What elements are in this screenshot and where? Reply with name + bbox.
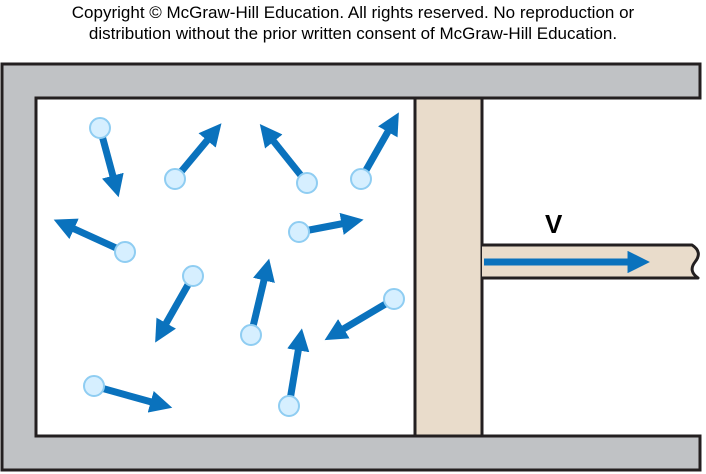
- gas-molecule-icon: [384, 289, 404, 309]
- gas-molecule-icon: [165, 169, 185, 189]
- velocity-label: V: [545, 209, 563, 239]
- piston[interactable]: [415, 98, 482, 436]
- gas-molecule-icon: [279, 396, 299, 416]
- gas-molecule-icon: [241, 325, 261, 345]
- gas-molecule-icon: [84, 376, 104, 396]
- gas-molecule-icon: [90, 118, 110, 138]
- gas-molecule-icon: [183, 266, 203, 286]
- gas-molecule-icon: [351, 169, 371, 189]
- gas-molecule-icon: [297, 173, 317, 193]
- gas-molecule-icon: [115, 242, 135, 262]
- gas-molecule-icon: [289, 222, 309, 242]
